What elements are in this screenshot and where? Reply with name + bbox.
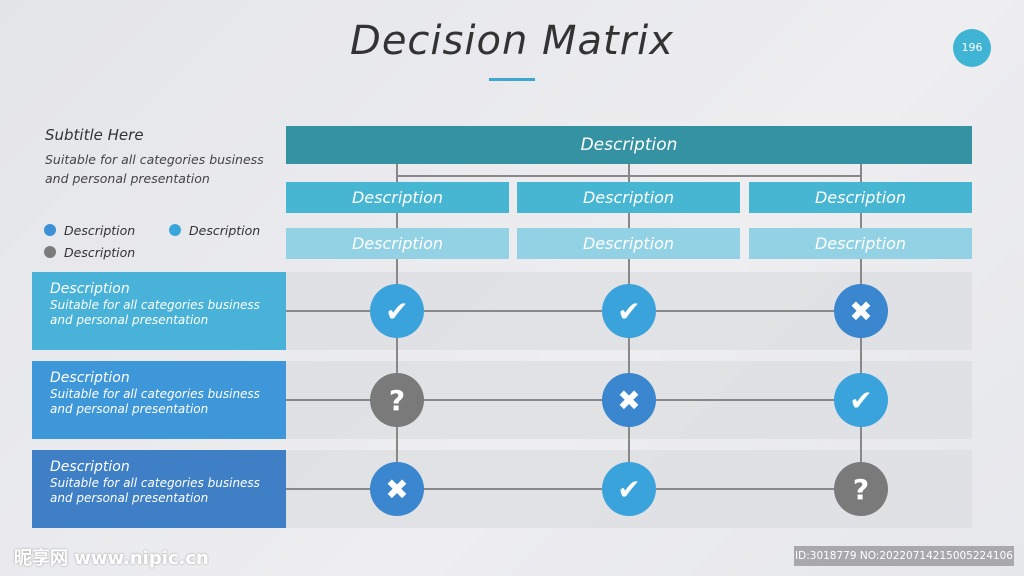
legend-dot-icon xyxy=(169,224,181,236)
check-icon: ✔ xyxy=(834,373,888,427)
legend-item: Description xyxy=(44,222,135,238)
check-icon: ✔ xyxy=(370,284,424,338)
row-line xyxy=(286,399,861,401)
row-text: Suitable for all categories business and… xyxy=(50,298,260,327)
legend-item: Description xyxy=(44,244,135,260)
row-line xyxy=(286,310,861,312)
column-subheader: Description xyxy=(286,228,509,259)
legend-item: Description xyxy=(169,222,260,238)
page-number-badge: 196 xyxy=(953,29,991,67)
legend-dot-icon xyxy=(44,224,56,236)
page-title: Decision Matrix xyxy=(350,18,674,64)
watermark-id: ID:3018779 NO:20220714215005224106 xyxy=(794,546,1014,566)
legend-dot-icon xyxy=(44,246,56,258)
row-text: Suitable for all categories business and… xyxy=(50,476,260,505)
row-title: Description xyxy=(50,370,130,386)
watermark-logo: 昵享网 www.nipic.cn xyxy=(14,548,209,569)
column-header: Description xyxy=(749,182,972,213)
title-underline xyxy=(489,78,535,81)
legend-label: Description xyxy=(189,222,261,238)
question-icon: ? xyxy=(834,462,888,516)
row-title: Description xyxy=(50,281,130,297)
column-subheader: Description xyxy=(517,228,740,259)
row-line xyxy=(286,488,861,490)
subtitle-text: Suitable for all categories business and… xyxy=(45,152,264,186)
matrix-header: Description xyxy=(286,126,972,164)
legend-label: Description xyxy=(64,222,136,238)
check-icon: ✔ xyxy=(602,284,656,338)
column-header: Description xyxy=(286,182,509,213)
cross-icon: ✖ xyxy=(834,284,888,338)
subtitle: Subtitle Here xyxy=(45,126,144,144)
cross-icon: ✖ xyxy=(370,462,424,516)
question-icon: ? xyxy=(370,373,424,427)
row-title: Description xyxy=(50,459,130,475)
check-icon: ✔ xyxy=(602,462,656,516)
column-subheader: Description xyxy=(749,228,972,259)
row-text: Suitable for all categories business and… xyxy=(50,387,260,416)
legend-label: Description xyxy=(64,244,136,260)
cross-icon: ✖ xyxy=(602,373,656,427)
column-header: Description xyxy=(517,182,740,213)
